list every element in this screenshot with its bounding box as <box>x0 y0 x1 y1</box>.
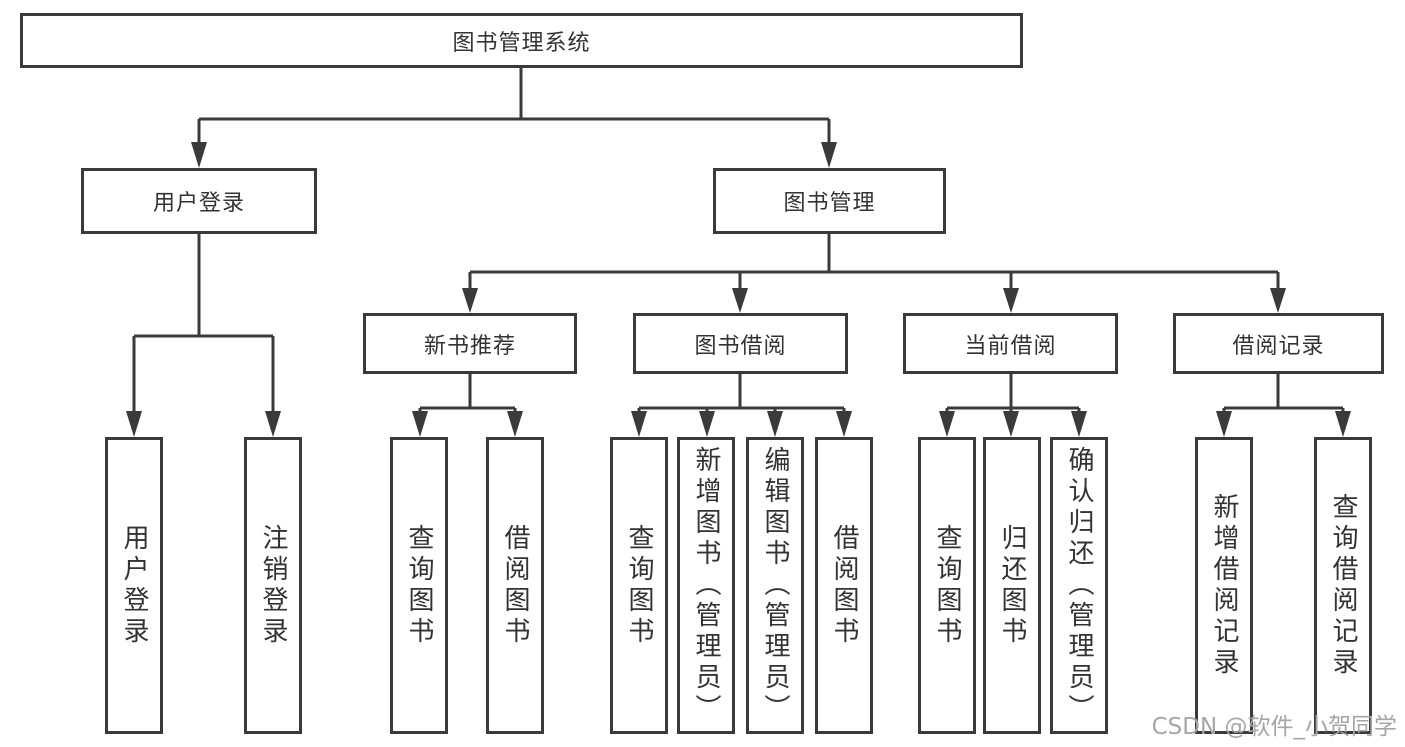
node-current-borrow: 当前借阅 <box>903 313 1118 374</box>
leaf-bb-add-books: 新增图书（管理员） <box>677 437 735 734</box>
leaf-nbr-query-books-label: 查询图书 <box>404 523 434 648</box>
node-book-mgmt-label: 图书管理 <box>783 191 876 216</box>
leaf-br-query-record-label: 查询借阅记录 <box>1328 492 1358 679</box>
node-book-borrow-label: 图书借阅 <box>694 333 787 359</box>
edge-book-mgmt-children <box>462 234 1286 313</box>
csdn-watermark: CSDN @软件_小贺同学 <box>1151 714 1397 740</box>
node-borrow-record-label: 借阅记录 <box>1232 333 1325 359</box>
leaf-cb-confirm-return: 确认归还（管理员） <box>1050 437 1108 734</box>
node-new-book-rec-label: 新书推荐 <box>423 333 516 359</box>
edge-new-book-rec-children <box>412 374 523 437</box>
leaf-bb-add-books-label: 新增图书（管理员） <box>691 446 721 725</box>
leaf-bb-query-books-label: 查询图书 <box>624 523 654 648</box>
leaf-br-query-record: 查询借阅记录 <box>1314 437 1372 734</box>
leaf-cb-query-books-label: 查询图书 <box>932 523 962 648</box>
node-book-borrow: 图书借阅 <box>633 313 848 374</box>
edge-book-borrow-children <box>631 374 852 437</box>
leaf-cb-return-books-label: 归还图书 <box>997 523 1027 648</box>
node-root: 图书管理系统 <box>20 13 1023 68</box>
node-user-login: 用户登录 <box>81 168 317 234</box>
node-book-mgmt: 图书管理 <box>713 168 946 234</box>
leaf-bb-borrow-books-label: 借阅图书 <box>829 523 859 648</box>
edge-borrow-record-children <box>1216 374 1351 437</box>
leaf-nbr-query-books: 查询图书 <box>390 437 448 734</box>
node-user-login-label: 用户登录 <box>152 191 245 216</box>
leaf-bb-edit-books: 编辑图书（管理员） <box>746 437 804 734</box>
leaf-cb-query-books: 查询图书 <box>918 437 976 734</box>
edge-current-borrow-children <box>939 374 1087 437</box>
leaf-cb-confirm-return-label: 确认归还（管理员） <box>1064 446 1094 725</box>
leaf-cb-return-books: 归还图书 <box>983 437 1041 734</box>
leaf-user-login: 用户登录 <box>105 437 163 734</box>
edge-user-login-children <box>126 234 281 437</box>
leaf-br-add-record: 新增借阅记录 <box>1195 437 1253 734</box>
node-current-borrow-label: 当前借阅 <box>964 333 1057 359</box>
node-borrow-record: 借阅记录 <box>1173 313 1384 374</box>
leaf-nbr-borrow-books-label: 借阅图书 <box>500 523 530 648</box>
leaf-bb-query-books: 查询图书 <box>610 437 668 734</box>
leaf-logout: 注销登录 <box>244 437 302 734</box>
leaf-logout-label: 注销登录 <box>258 523 288 648</box>
edge-root-to-level2 <box>191 68 837 168</box>
leaf-bb-borrow-books: 借阅图书 <box>815 437 873 734</box>
leaf-br-add-record-label: 新增借阅记录 <box>1209 492 1239 679</box>
leaf-bb-edit-books-label: 编辑图书（管理员） <box>760 446 790 725</box>
leaf-user-login-label: 用户登录 <box>119 523 149 648</box>
leaf-nbr-borrow-books: 借阅图书 <box>486 437 544 734</box>
node-root-label: 图书管理系统 <box>452 30 591 56</box>
node-new-book-rec: 新书推荐 <box>363 313 577 374</box>
